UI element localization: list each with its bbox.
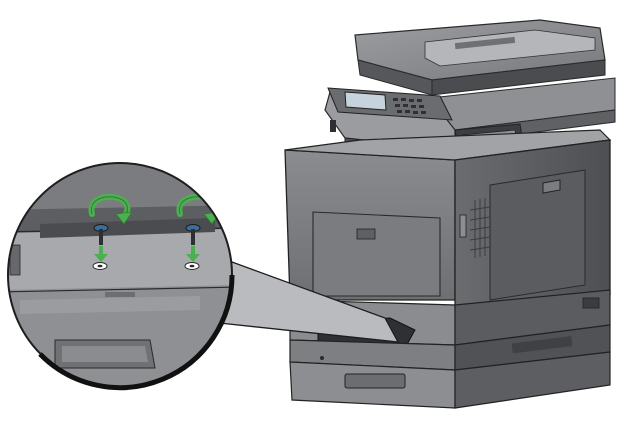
keypad — [393, 98, 426, 114]
door-handle — [356, 228, 376, 240]
lcd-screen — [344, 91, 387, 111]
side-handle — [542, 179, 561, 194]
front-door — [312, 211, 441, 297]
tray-handle — [344, 373, 406, 389]
rotate-clockwise-arrow-icon — [88, 193, 133, 225]
down-arrow-icon — [94, 246, 108, 262]
side-vent — [469, 198, 491, 258]
screw-left — [93, 224, 109, 245]
printer — [284, 19, 616, 409]
magnified-view — [7, 162, 235, 391]
screw-right — [185, 224, 201, 245]
down-arrow-icon — [186, 246, 200, 262]
